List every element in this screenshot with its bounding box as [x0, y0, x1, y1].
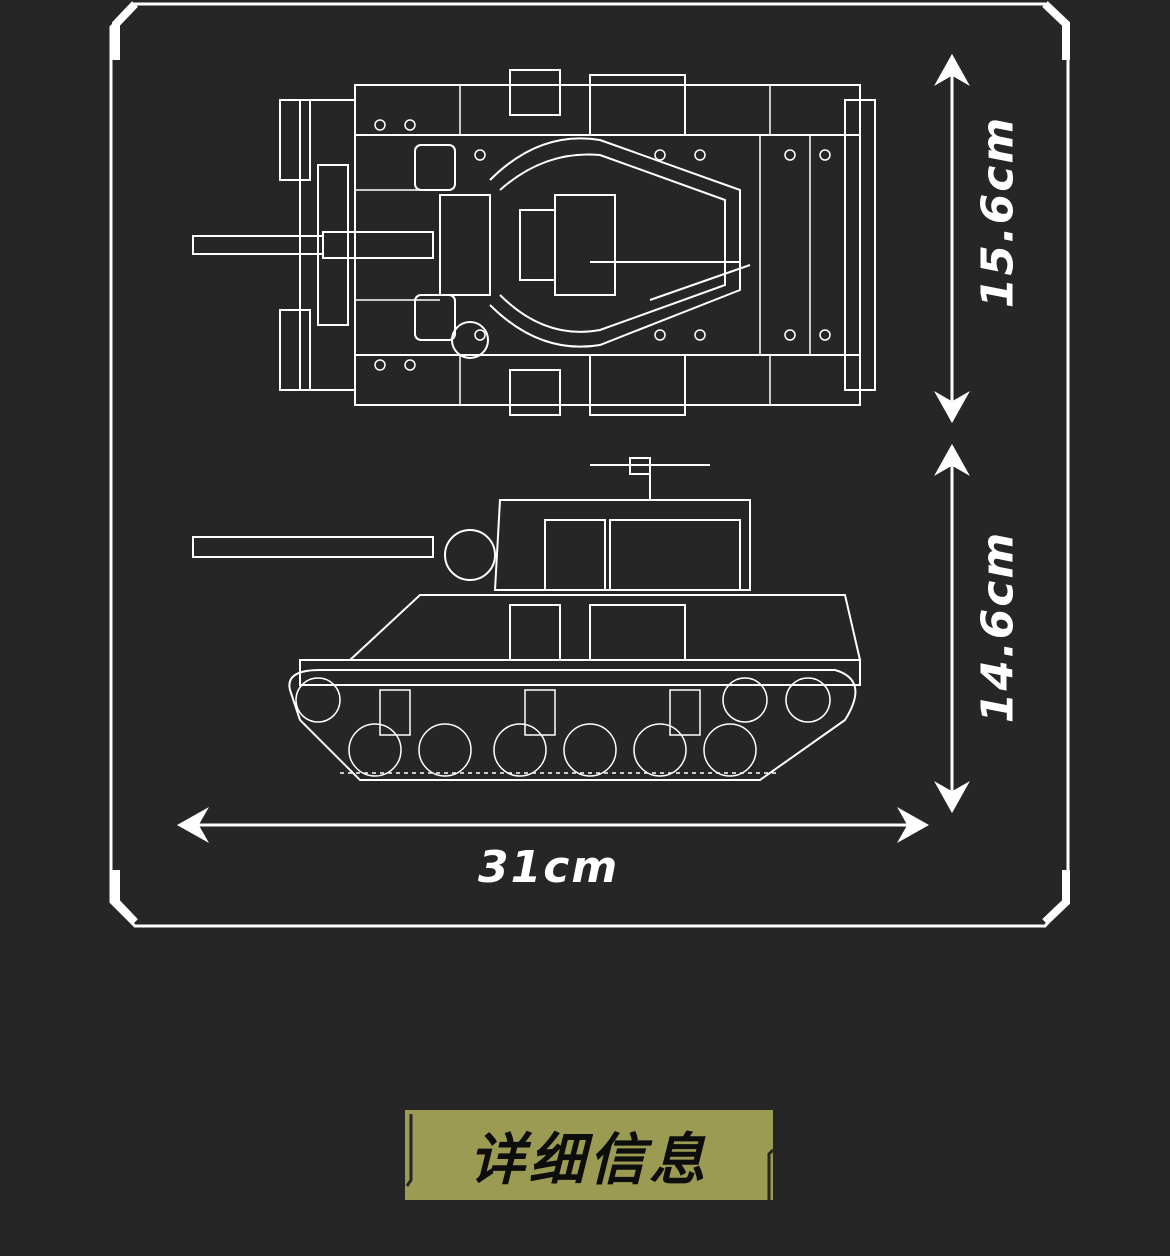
length-label: 31cm [478, 842, 620, 893]
tank-top-view [192, 69, 876, 416]
height-label: 14.6cm [972, 530, 1024, 724]
depth-label: 15.6cm [972, 115, 1024, 309]
tank-side-view [192, 457, 862, 781]
badge-corner-accents [405, 1114, 773, 1200]
details-badge: 详细信息 [405, 1110, 773, 1200]
frame-border [109, 1, 1070, 928]
badge-title: 详细信息 [469, 1127, 709, 1193]
dimension-arrows [176, 53, 970, 843]
